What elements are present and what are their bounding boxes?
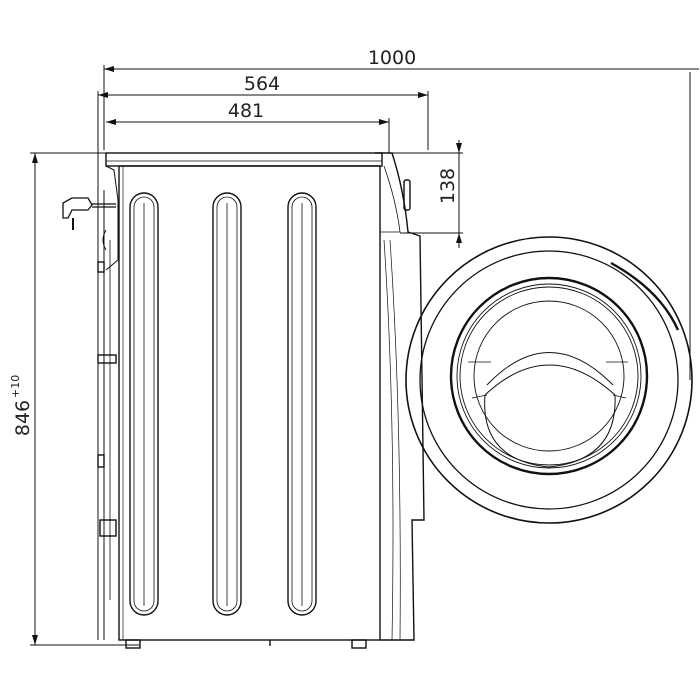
drain-hose-clip	[99, 519, 117, 537]
dim-tolerance: +10	[9, 375, 22, 398]
front-panel	[375, 152, 425, 641]
control-knob	[403, 179, 411, 211]
door-glass-ring	[449, 276, 649, 476]
side-ribs	[129, 192, 317, 616]
rib	[129, 192, 159, 616]
door-outer-ring	[405, 236, 693, 524]
dim-label-481: 481	[228, 100, 264, 122]
door	[405, 236, 693, 524]
foot	[351, 639, 367, 649]
dim-label-846: 846	[12, 400, 34, 436]
rear-bracket	[97, 354, 117, 364]
machine-body	[97, 152, 425, 649]
dim-label-564: 564	[244, 73, 280, 95]
rib	[212, 192, 242, 616]
dim-label-1000: 1000	[368, 47, 416, 69]
rear-bracket	[97, 261, 105, 273]
top-panel	[105, 152, 383, 167]
door-handle	[610, 261, 680, 331]
cabinet	[118, 165, 381, 641]
rib	[287, 192, 317, 616]
door-glass	[473, 300, 625, 452]
dim-label-138: 138	[437, 168, 459, 204]
power-plug-icon	[62, 197, 116, 230]
rear-bracket	[97, 454, 105, 468]
foot	[125, 639, 141, 649]
